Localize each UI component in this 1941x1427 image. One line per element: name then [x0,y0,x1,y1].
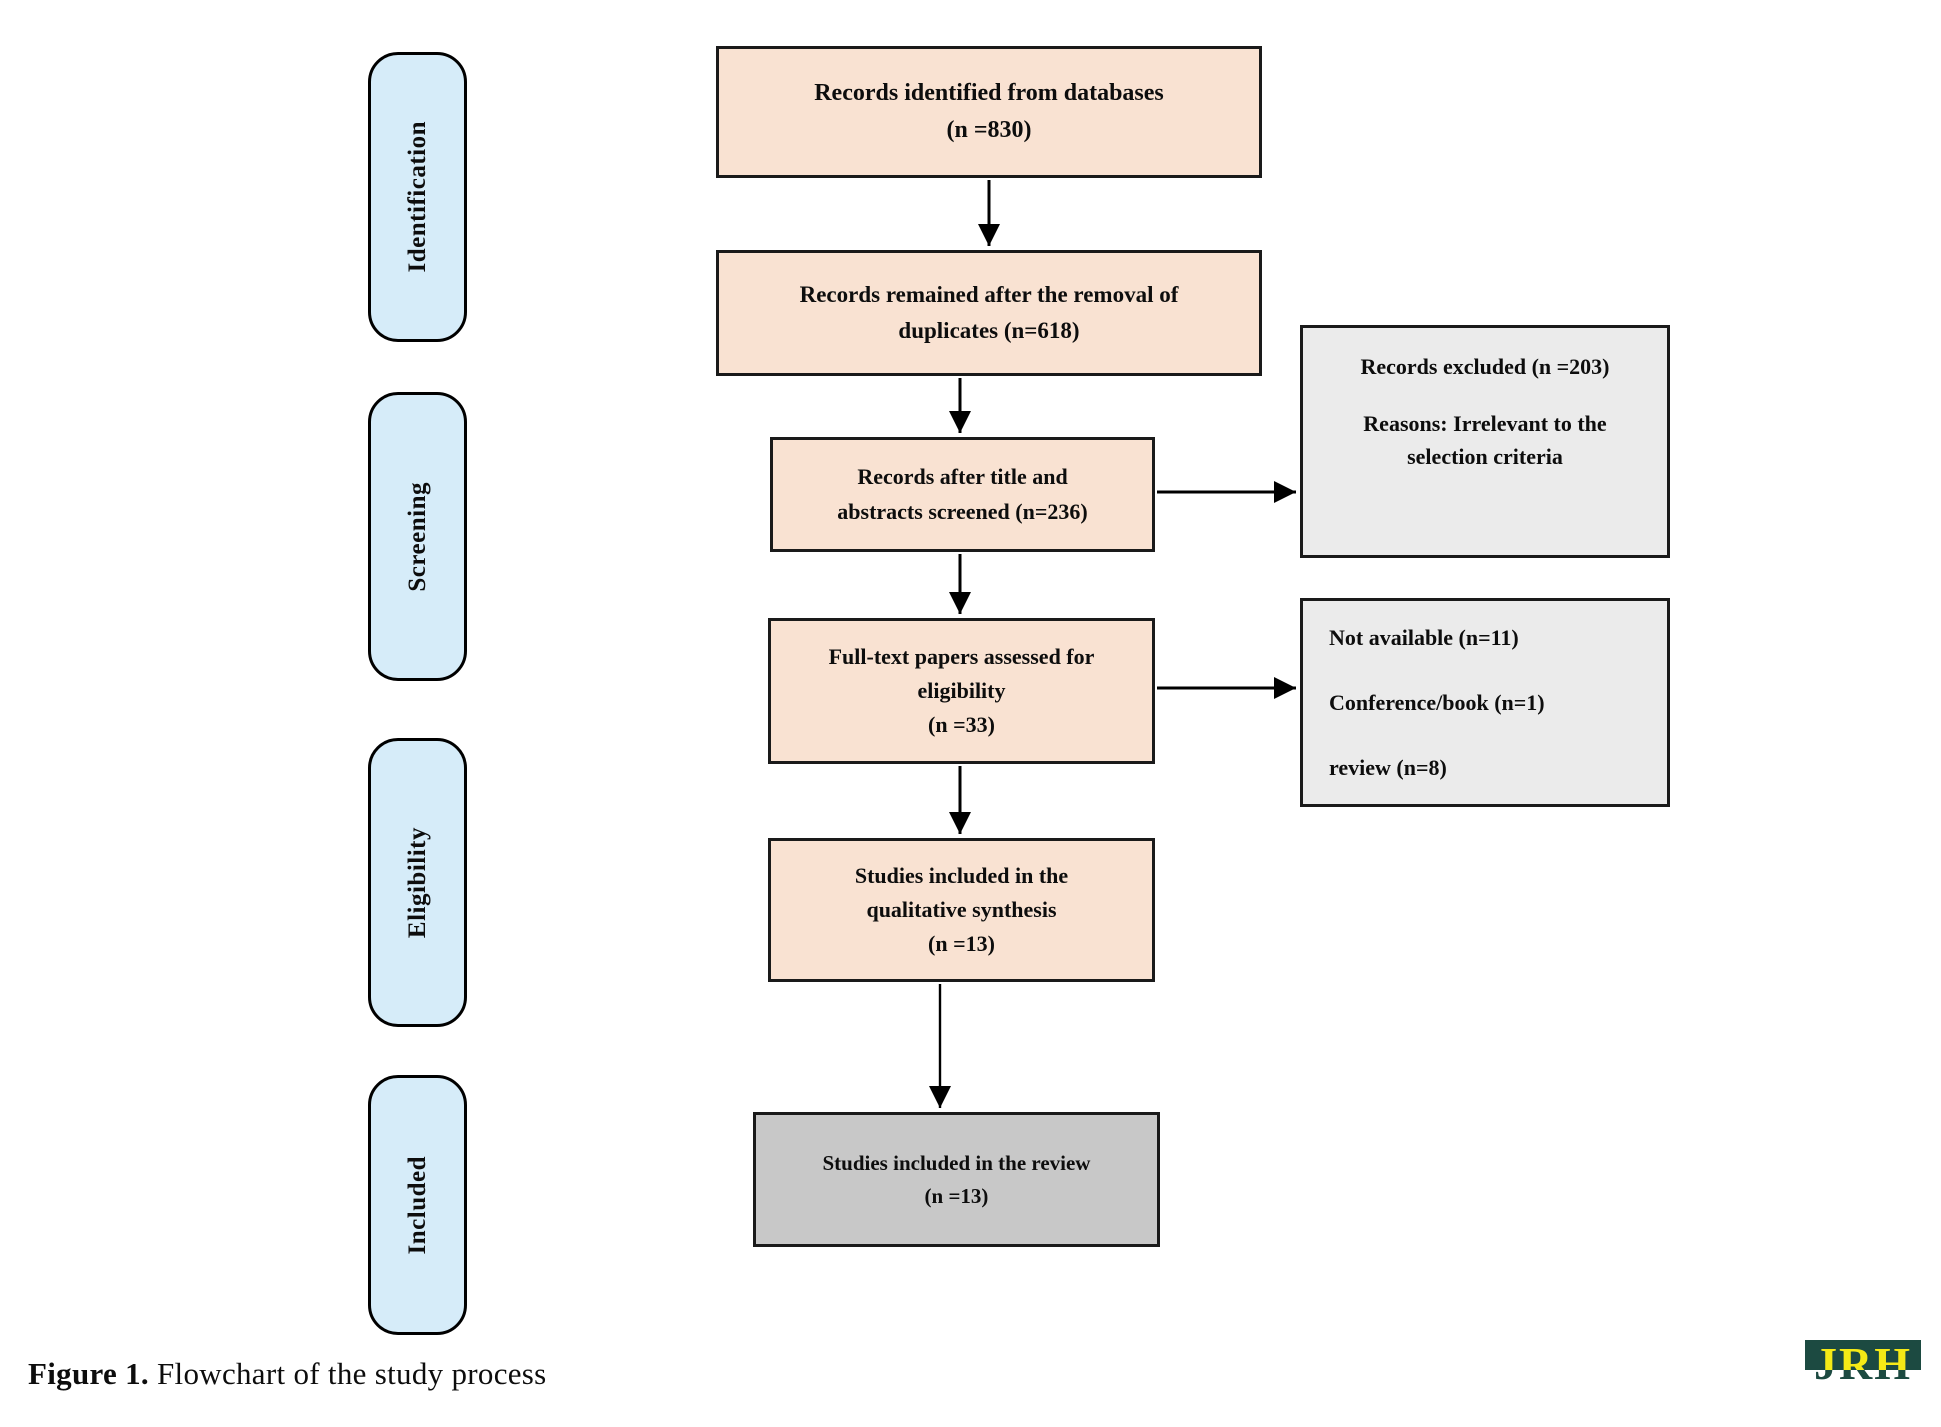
stage-label-included: Included [368,1075,467,1335]
jrh-logo-text-bottom: JRH [1805,1370,1921,1390]
box-duplicates-removed: Records remained after the removal of du… [716,250,1262,376]
box-fulltext-excluded-line3: review (n=8) [1329,755,1447,780]
box-title-abstract-screened-line2: abstracts screened (n=236) [837,498,1088,524]
jrh-logo-band [1805,1340,1921,1370]
box-included-review: Studies included in the review (n =13) [753,1112,1160,1247]
stage-label-screening-text: Screening [403,481,431,592]
box-duplicates-removed-line1: Records remained after the removal of [799,282,1179,308]
box-qualitative-synthesis-line1: Studies included in the [854,862,1069,888]
figure-caption: Figure 1. Flowchart of the study process [28,1356,547,1392]
box-fulltext-excluded-line1: Not available (n=11) [1329,625,1519,650]
box-fulltext-assessed-line3: (n =33) [928,712,995,738]
box-qualitative-synthesis: Studies included in the qualitative synt… [768,838,1155,982]
jrh-logo: JRH JRH [1805,1340,1921,1390]
stage-label-eligibility: Eligibility [368,738,467,1027]
box-records-identified-line2: (n =830) [946,117,1032,143]
box-fulltext-assessed-line1: Full-text papers assessed for [828,643,1095,669]
box-records-excluded-line2: Reasons: Irrelevant to the [1363,411,1607,436]
box-fulltext-assessed: Full-text papers assessed for eligibilit… [768,618,1155,764]
box-records-excluded: Records excluded (n =203) Reasons: Irrel… [1300,325,1670,558]
figure-caption-label: Figure 1. [28,1356,149,1391]
box-qualitative-synthesis-line3: (n =13) [928,931,995,957]
box-records-identified-line1: Records identified from databases [814,79,1164,106]
stage-label-identification-text: Identification [403,121,431,273]
figure-caption-title: Flowchart of the study process [148,1356,547,1391]
box-fulltext-assessed-line2: eligibility [917,677,1006,703]
stage-label-screening: Screening [368,392,467,681]
box-records-excluded-line1: Records excluded (n =203) [1360,354,1610,379]
box-included-review-line1: Studies included in the review [822,1150,1091,1175]
box-qualitative-synthesis-line2: qualitative synthesis [866,896,1057,922]
box-fulltext-excluded-line2: Conference/book (n=1) [1329,690,1545,715]
stage-label-included-text: Included [403,1155,431,1255]
box-title-abstract-screened-line1: Records after title and [857,464,1068,490]
box-fulltext-excluded: Not available (n=11) Conference/book (n=… [1300,598,1670,807]
box-duplicates-removed-line2: duplicates (n=618) [898,318,1080,343]
box-records-excluded-line3: selection criteria [1407,444,1563,469]
box-title-abstract-screened: Records after title and abstracts screen… [770,437,1155,552]
stage-label-eligibility-text: Eligibility [403,826,431,939]
box-records-identified: Records identified from databases (n =83… [716,46,1262,178]
box-included-review-line2: (n =13) [924,1183,989,1208]
stage-label-identification: Identification [368,52,467,342]
jrh-logo-text-top: JRH [1814,1338,1912,1389]
